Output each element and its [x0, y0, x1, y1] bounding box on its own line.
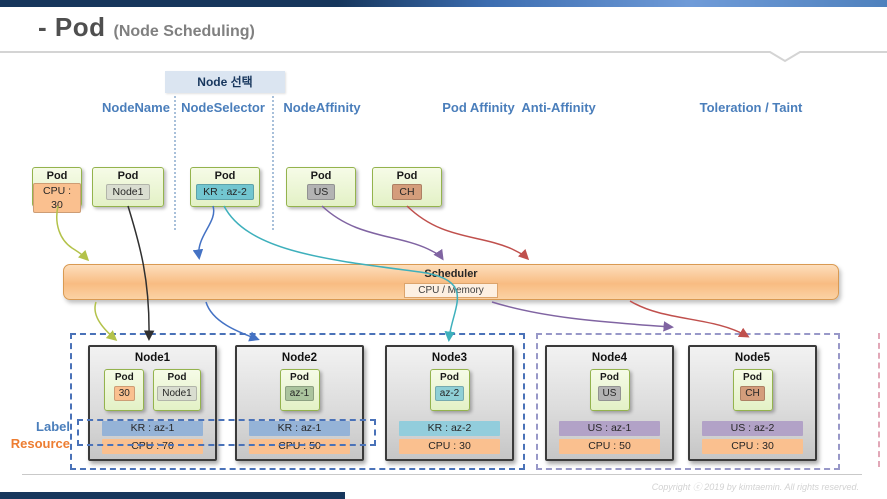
node-pods: Pod az-2 — [387, 369, 512, 411]
pod-box: Pod Node1 — [153, 369, 201, 411]
pod-title: Pod — [214, 170, 236, 182]
pod-box-kr-az2: Pod KR : az-2 — [190, 167, 260, 207]
pod-chip: US — [306, 184, 336, 200]
pod-box: Pod az-2 — [429, 369, 470, 411]
copyright-text: Copyright ⓒ 2019 by kimtaemin. All right… — [651, 482, 859, 492]
pod-chip: az-2 — [434, 386, 465, 401]
node-box-node2: Node2 Pod az-1 KR : az-1 CPU : 50 — [235, 345, 364, 461]
pod-box-cpu30: Pod CPU : 30 — [32, 167, 82, 213]
arrow-scheduler-to-usgroup — [491, 301, 674, 332]
title-divider — [0, 51, 887, 63]
node-resource-row: CPU : 50 — [249, 439, 350, 454]
node-resource-row: CPU : 30 — [399, 439, 500, 454]
column-header-pod-affinity: Pod Affinity Anti-Affinity — [442, 100, 596, 115]
subtitle-text: (Node Scheduling) — [113, 23, 255, 40]
pod-chip: Node1 — [105, 184, 151, 200]
right-dashed-edge — [878, 333, 880, 467]
column-separator — [272, 96, 274, 230]
pod-box: Pod US — [589, 369, 630, 411]
pod-title: Pod — [117, 170, 139, 182]
pod-chip: CH — [740, 386, 765, 401]
node-pods: Pod CH — [690, 369, 815, 411]
pod-box: Pod CH — [732, 369, 773, 411]
pod-title: Pod — [396, 170, 418, 182]
node-box-node1: Node1 Pod 30 Pod Node1 KR : az-1 CPU : 7… — [88, 345, 217, 461]
pod-title: Pod — [600, 372, 619, 383]
pod-chip: az-1 — [284, 386, 315, 401]
arrow-us-to-scheduler — [321, 205, 444, 261]
node-label-row: US : az-2 — [702, 421, 803, 436]
pod-title: Pod — [290, 372, 309, 383]
pod-chip: US — [597, 386, 622, 401]
pod-box: Pod az-1 — [279, 369, 320, 411]
column-header-toleration-taint: Toleration / Taint — [699, 100, 803, 115]
arrow-ch-to-scheduler — [406, 205, 530, 261]
title-text: - Pod — [38, 12, 106, 42]
column-header-nodeselector: NodeSelector — [181, 100, 265, 115]
node-resource-row: CPU : 70 — [102, 439, 203, 454]
node-pods: Pod US — [547, 369, 672, 411]
top-accent-bar — [0, 0, 887, 7]
bottom-accent-bar — [0, 492, 345, 499]
node-label-row: KR : az-1 — [102, 421, 203, 436]
node-label-row: US : az-1 — [559, 421, 660, 436]
pod-title: Pod — [46, 170, 68, 182]
pod-title: Pod — [310, 170, 332, 182]
pod-box-ch: Pod CH — [372, 167, 442, 207]
node-title: Node2 — [281, 352, 318, 364]
pod-title: Pod — [114, 372, 134, 383]
node-label-row: KR : az-1 — [249, 421, 350, 436]
pod-box-us: Pod US — [286, 167, 356, 207]
column-header-nodeaffinity: NodeAffinity — [283, 100, 361, 115]
label-match-dashed-box — [77, 419, 376, 446]
pod-box-node1: Pod Node1 — [92, 167, 164, 207]
node-title: Node1 — [134, 352, 171, 364]
scheduler-title: Scheduler — [424, 268, 478, 280]
pod-title: Pod — [167, 372, 187, 383]
side-label-label: Label — [36, 419, 70, 434]
arrow-scheduler-to-node5 — [629, 300, 750, 338]
scheduler-cpu-memory: CPU / Memory — [404, 283, 498, 298]
node-box-node3: Node3 Pod az-2 KR : az-2 CPU : 30 — [385, 345, 514, 461]
node-resource-row: CPU : 30 — [702, 439, 803, 454]
scheduler-bar: Scheduler CPU / Memory — [63, 264, 839, 300]
pod-title: Pod — [440, 372, 459, 383]
pod-title: Pod — [743, 372, 762, 383]
arrow-cpu30-to-scheduler — [56, 205, 90, 262]
arrow-krz2-to-scheduler — [192, 205, 215, 260]
pod-chip: CPU : 30 — [33, 183, 81, 213]
side-label-resource: Resource — [10, 436, 70, 451]
pod-chip: KR : az-2 — [196, 184, 254, 200]
node-selection-banner: Node 선택 — [165, 71, 285, 93]
node-label-row: KR : az-2 — [399, 421, 500, 436]
node-box-node4: Node4 Pod US US : az-1 CPU : 50 — [545, 345, 674, 461]
node-title: Node3 — [431, 352, 468, 364]
pod-chip: 30 — [113, 386, 135, 401]
node-pods: Pod az-1 — [237, 369, 362, 411]
column-header-nodename: NodeName — [102, 100, 170, 115]
node-title: Node5 — [734, 352, 771, 364]
node-box-node5: Node5 Pod CH US : az-2 CPU : 30 — [688, 345, 817, 461]
node-resource-row: CPU : 50 — [559, 439, 660, 454]
column-separator — [174, 96, 176, 230]
footer-divider — [22, 474, 862, 475]
page-title: - Pod (Node Scheduling) — [38, 12, 255, 43]
pod-chip: CH — [392, 184, 422, 200]
pod-chip: Node1 — [157, 386, 197, 401]
pod-box: Pod 30 — [104, 369, 145, 411]
node-pods: Pod 30 Pod Node1 — [90, 369, 215, 411]
node-title: Node4 — [591, 352, 628, 364]
